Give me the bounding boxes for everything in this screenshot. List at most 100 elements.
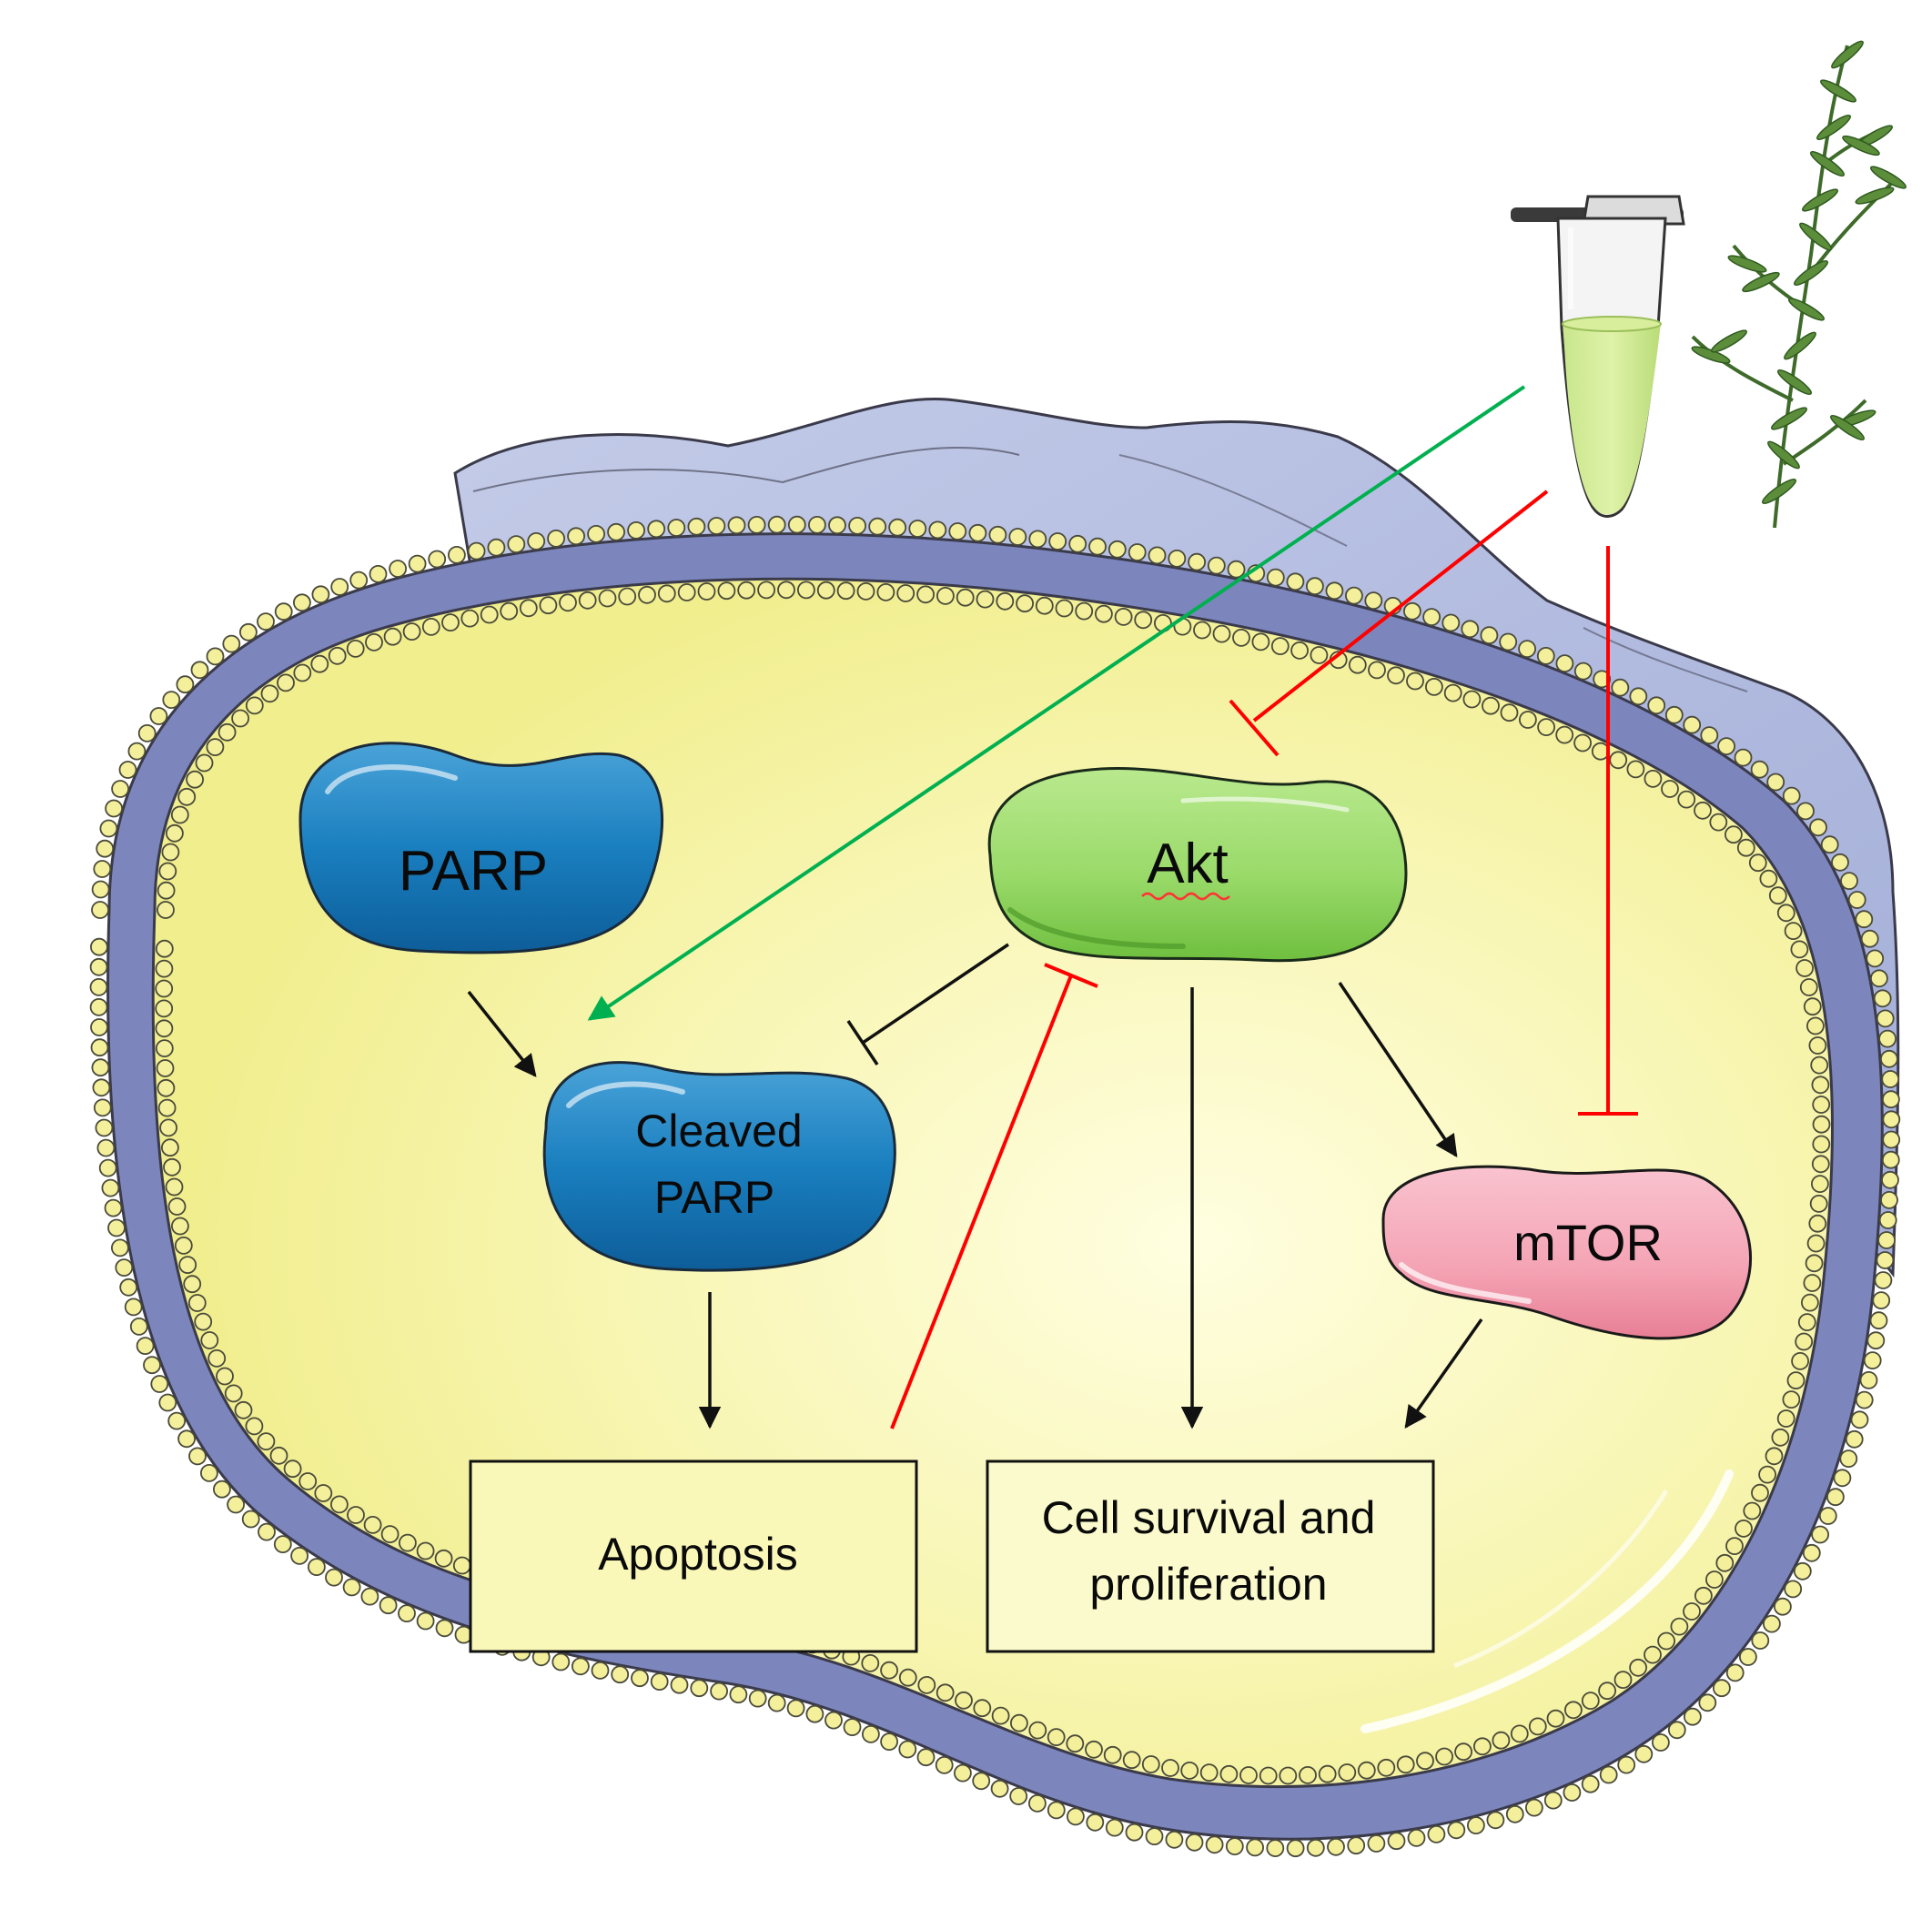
phospholipid-head (452, 1556, 471, 1575)
phospholipid-head (559, 593, 577, 612)
inhibition-bar-akt (1229, 699, 1280, 757)
phospholipid-head (274, 602, 293, 621)
phospholipid-head (1270, 637, 1290, 655)
phospholipid-head (1683, 1602, 1701, 1621)
phospholipid-head (1318, 1764, 1337, 1783)
phospholipid-head (347, 1506, 365, 1524)
phospholipid-head (1134, 611, 1153, 630)
phospholipid-head (1010, 1713, 1028, 1732)
phospholipid-head (1403, 601, 1421, 621)
phospholipid-head (1593, 670, 1612, 689)
phospholipid-head (1809, 1195, 1828, 1213)
phospholipid-head (1855, 1390, 1874, 1409)
phospholipid-head (107, 1218, 126, 1237)
phospholipid-head (1652, 1733, 1670, 1752)
phospholipid-head (697, 582, 716, 601)
inhibition-line-apoptosis-to-akt (890, 975, 1073, 1429)
phospholipid-head (1581, 1692, 1600, 1710)
phospholipid-head (155, 979, 174, 998)
phospholipid-head (1364, 591, 1383, 610)
mtor-node: mTOR (1381, 1165, 1752, 1340)
phospholipid-head (1425, 678, 1443, 696)
phospholipid-head (89, 957, 108, 976)
phospholipid-head (480, 605, 499, 624)
phospholipid-head (293, 663, 312, 682)
rosemary-leaf (1855, 187, 1895, 205)
phospholipid-head (767, 1693, 786, 1712)
phospholipid-head (1774, 1597, 1792, 1616)
cell-survival-box: Cell survival and proliferation (986, 1459, 1435, 1653)
phospholipid-head (1826, 1488, 1845, 1507)
phospholipid-head (1035, 596, 1054, 615)
phospholipid-head (898, 1668, 917, 1687)
phospholipid-head (1467, 1816, 1485, 1834)
phospholipid-head (110, 1238, 129, 1257)
phospholipid-head (163, 1157, 181, 1177)
phospholipid-head (1833, 1469, 1852, 1488)
phospholipid-head (1225, 1837, 1244, 1855)
phospholipid-head (1790, 940, 1809, 959)
phospholipid-head (1820, 835, 1839, 854)
phospholipid-head (1047, 1801, 1066, 1820)
phospholipid-head (805, 1704, 824, 1723)
phospholipid-head (1193, 621, 1211, 640)
phospholipid-head (896, 584, 915, 602)
phospholipid-head (1528, 1717, 1547, 1736)
phospholipid-head (1536, 647, 1555, 665)
phospholipid-head (162, 691, 181, 709)
phospholipid-head (1482, 696, 1500, 715)
phospholipid-head (936, 1683, 955, 1702)
phospholipid-head (1881, 1090, 1900, 1109)
phospholipid-head (647, 520, 666, 539)
phospholipid-head (1290, 641, 1309, 660)
phospholipid-head (1148, 546, 1167, 565)
phospholipid-head (1812, 1115, 1831, 1134)
phospholipid-head (330, 578, 349, 596)
phospholipid-head (258, 1522, 276, 1541)
phospholipid-head (667, 519, 686, 537)
phospholipid-head (96, 839, 115, 858)
phospholipid-head (787, 515, 806, 534)
phospholipid-head (1801, 1293, 1819, 1312)
phospholipid-head (1881, 1150, 1900, 1169)
phospholipid-head (1145, 1827, 1164, 1845)
phospholipid-head (1122, 1751, 1141, 1770)
phospholipid-head (111, 780, 130, 798)
phospholipid-head (421, 618, 440, 636)
rosemary-leaf (1784, 331, 1816, 360)
phospholipid-head (90, 937, 108, 956)
phospholipid-head (143, 1356, 161, 1375)
phospholipid-head (190, 661, 209, 680)
phospholipid-head (1611, 678, 1630, 697)
phospholipid-head (1008, 528, 1027, 546)
rosemary-leaf (1777, 369, 1812, 396)
phospholipid-head (346, 640, 365, 658)
phospholipid-head (1387, 666, 1405, 685)
phospholipid-head (1128, 543, 1147, 561)
phospholipid-head (1306, 1838, 1325, 1857)
phospholipid-head (1791, 1352, 1809, 1370)
phospholipid-head (948, 522, 967, 540)
phospholipid-head (1881, 1170, 1899, 1189)
phospholipid-head (1125, 1823, 1144, 1842)
phospholipid-head (155, 959, 174, 978)
phospholipid-head (687, 517, 706, 536)
phospholipid-head (260, 684, 279, 703)
phospholipid-head (1141, 1755, 1160, 1773)
phospholipid-head (165, 823, 184, 843)
phospholipid-head (690, 1679, 709, 1698)
phospholipid-head (1796, 802, 1815, 821)
phospholipid-head (195, 753, 214, 773)
phospholipid-head (283, 1459, 302, 1479)
phospholipid-head (277, 673, 295, 692)
phospholipid-head (1811, 1155, 1830, 1174)
phospholipid-head (1806, 1234, 1826, 1253)
activation-arrow-tube-to-cleaved-parp (587, 385, 1526, 1021)
rosemary-leaf (1794, 259, 1828, 287)
mtor-label: mTOR (1513, 1214, 1663, 1271)
phospholipid-head (972, 1772, 991, 1791)
phospholipid-head (1812, 1135, 1831, 1154)
phospholipid-head (1454, 1742, 1472, 1762)
phospholipid-head (876, 583, 895, 601)
phospholipid-head (1427, 1825, 1446, 1843)
